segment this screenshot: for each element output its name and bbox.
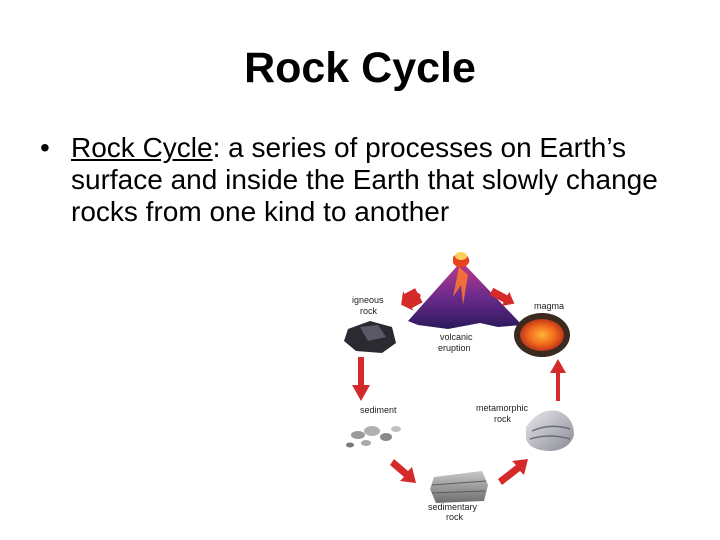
bullet-point: • Rock Cycle: a series of processes on E…	[40, 132, 660, 228]
definition-text: : a series of processes on Earth’s surfa…	[71, 132, 658, 227]
arrow-icon	[401, 288, 423, 311]
bullet-marker: •	[40, 132, 50, 163]
igneous-rock-icon	[344, 321, 396, 353]
slide-title: Rock Cycle	[244, 44, 476, 92]
arrow-icon	[498, 459, 528, 485]
defined-term: Rock Cycle	[71, 132, 213, 163]
metamorphic-rock-icon	[526, 410, 574, 451]
arrow-icon	[352, 357, 370, 401]
arrow-icon	[489, 287, 515, 306]
label-sediment: sediment	[360, 405, 397, 415]
sedimentary-rock-icon	[430, 471, 488, 503]
label-magma: magma	[534, 301, 564, 311]
arrow-icon	[390, 459, 416, 483]
magma-icon	[514, 313, 570, 357]
volcano-icon	[408, 252, 522, 329]
sediment-icon	[346, 426, 401, 448]
bullet-text: Rock Cycle: a series of processes on Ear…	[71, 132, 660, 228]
cycle-arrows	[352, 287, 566, 485]
arrow-icon	[550, 359, 566, 401]
